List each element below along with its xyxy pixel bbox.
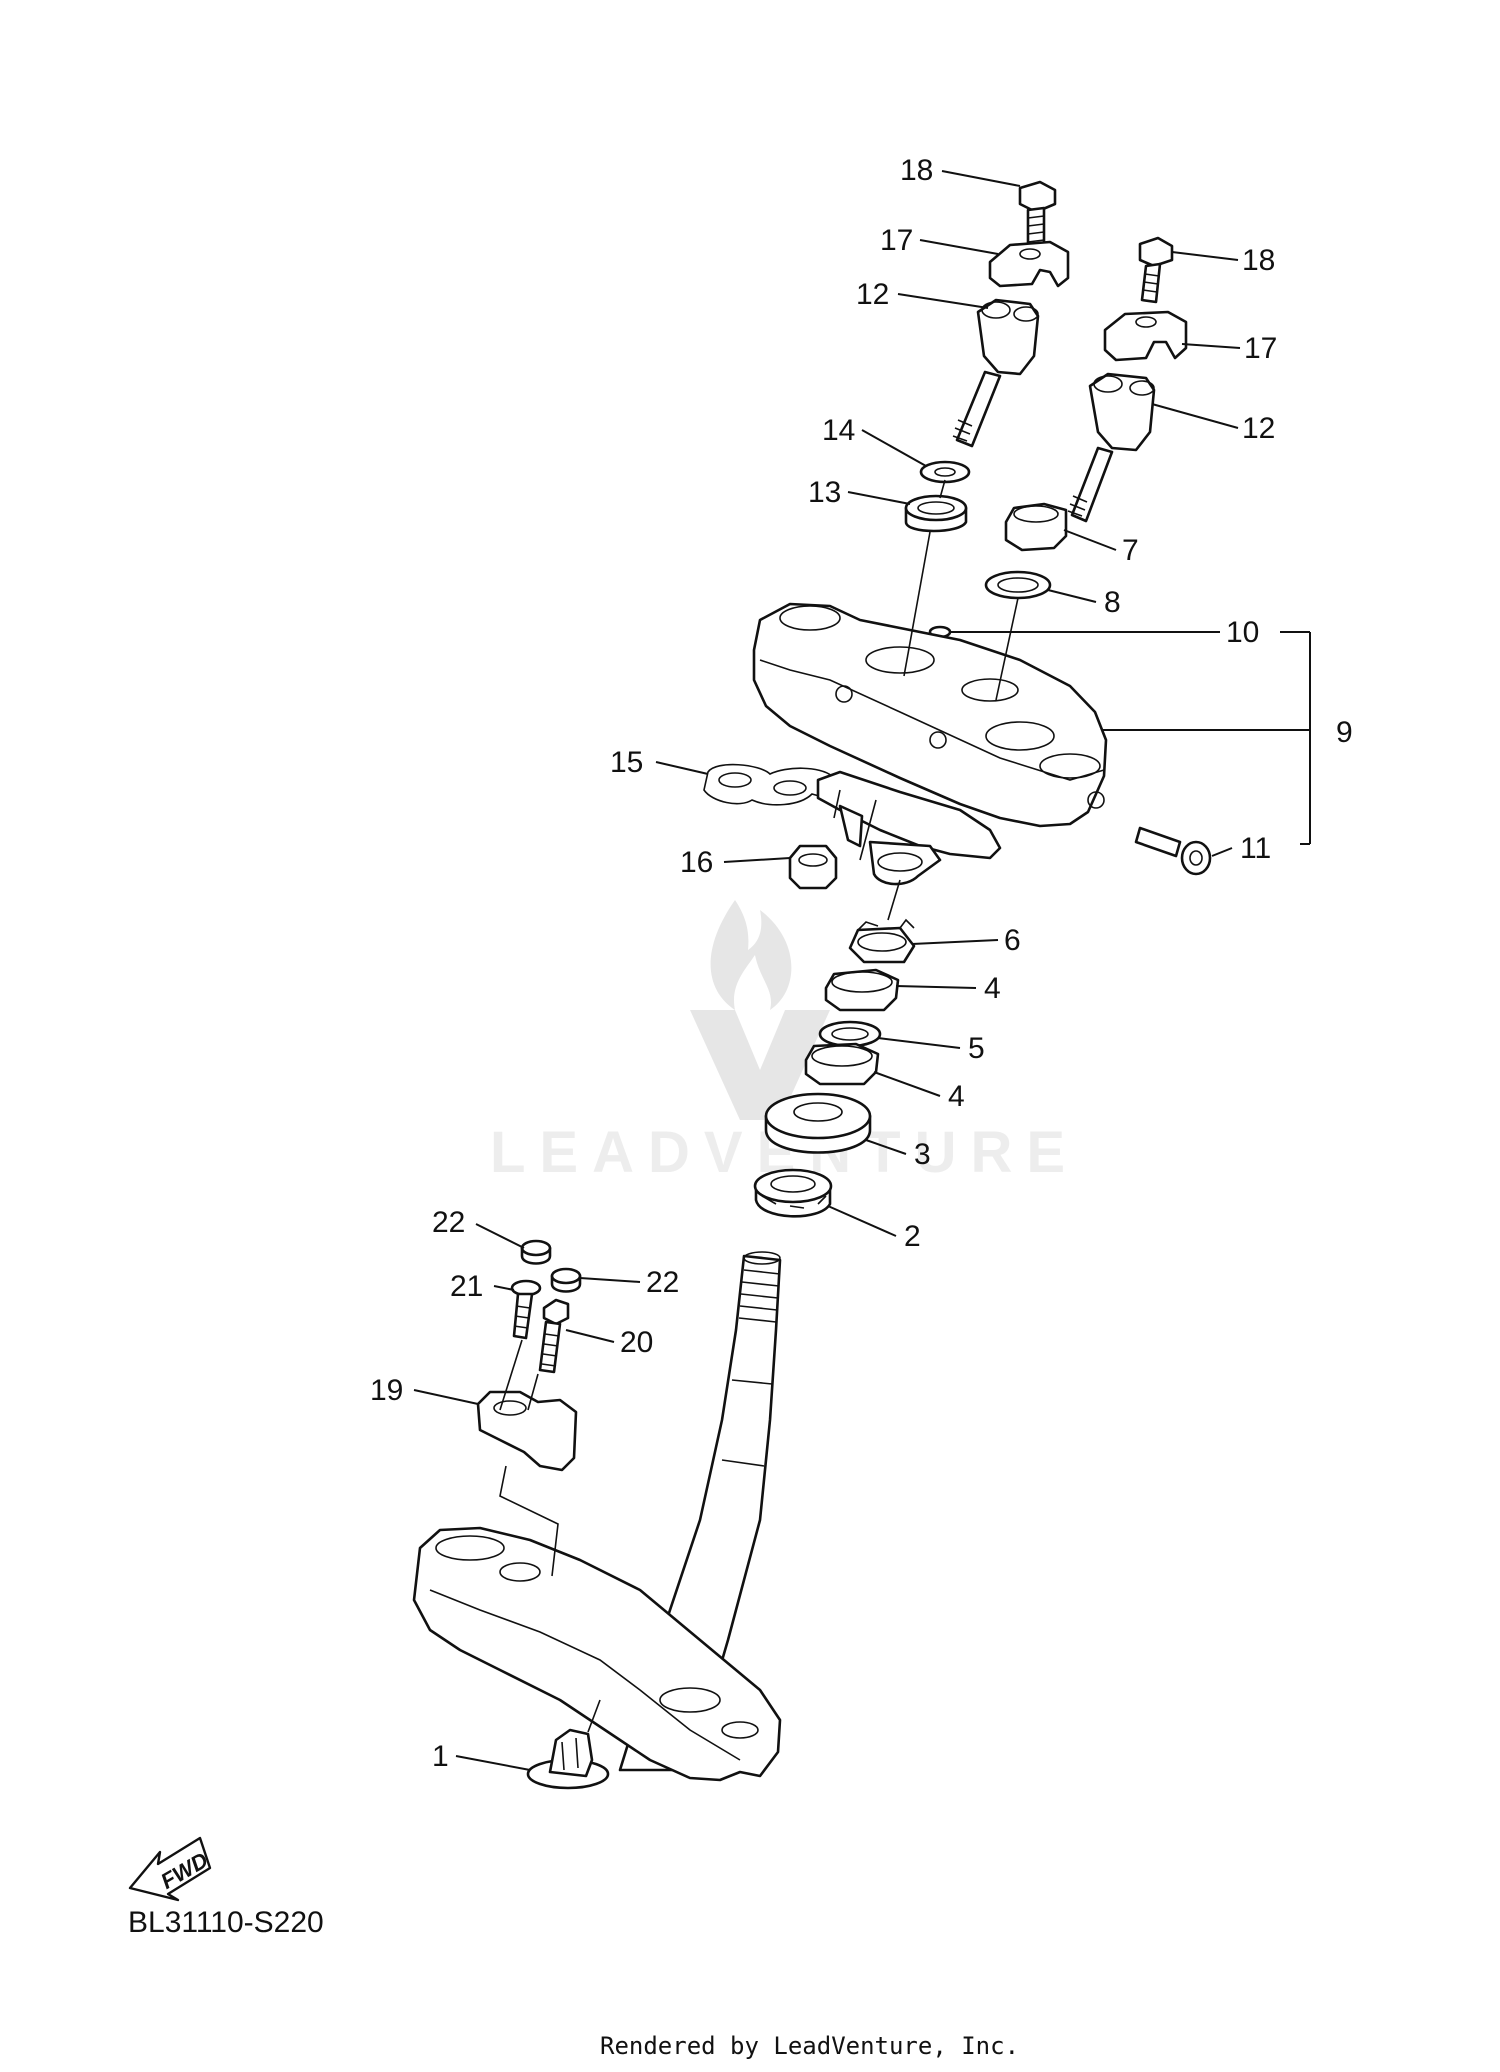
- clamp-17-left: [988, 240, 1070, 288]
- callout-11: 11: [1240, 832, 1271, 865]
- callout-18-left: 18: [900, 154, 933, 187]
- callout-14: 14: [822, 414, 855, 447]
- callout-6: 6: [1004, 924, 1021, 957]
- nut-7: [1004, 502, 1068, 552]
- callout-15: 15: [610, 746, 643, 779]
- callout-20: 20: [620, 1326, 653, 1359]
- cap-22-upper: [520, 1239, 552, 1265]
- washer-14: [919, 460, 971, 484]
- callout-1: 1: [432, 1740, 449, 1773]
- callout-12-left: 12: [856, 278, 889, 311]
- holder-12-left: [952, 298, 1040, 448]
- callout-17-left: 17: [880, 224, 913, 257]
- callout-13: 13: [808, 476, 841, 509]
- bearing-cover-3: [764, 1092, 872, 1154]
- callout-22-upper: 22: [432, 1206, 465, 1239]
- callout-21: 21: [450, 1270, 483, 1303]
- screw-21: [510, 1279, 542, 1340]
- ring-nut-4-lower: [804, 1042, 880, 1086]
- bearing-2: [753, 1168, 833, 1218]
- watermark-v-icon: [690, 1010, 830, 1120]
- diagram-code: BL31110-S220: [128, 1906, 324, 1939]
- footer-text: Rendered by LeadVenture, Inc.: [600, 2032, 1019, 2060]
- cap-1: [526, 1728, 610, 1790]
- leader-lines: [413, 170, 1311, 1771]
- callout-4-upper: 4: [984, 972, 1001, 1005]
- callout-4-lower: 4: [948, 1080, 965, 1113]
- cable-guide-19: [476, 1390, 578, 1472]
- callout-labels: 18 17 12 18 17 12 14 13 7 8 10 9 15 11 1…: [370, 154, 1353, 1773]
- callout-2: 2: [904, 1220, 921, 1253]
- callout-8: 8: [1104, 586, 1121, 619]
- upper-bracket-9: [752, 602, 1108, 828]
- callout-18-right: 18: [1242, 244, 1275, 277]
- plate-bracket: [816, 770, 1002, 886]
- callout-19: 19: [370, 1374, 403, 1407]
- callout-3: 3: [914, 1138, 931, 1171]
- cap-22-lower: [550, 1267, 582, 1293]
- callout-10: 10: [1226, 616, 1259, 649]
- callout-7: 7: [1122, 534, 1139, 567]
- assembly-lines: [499, 479, 1019, 1733]
- fwd-arrow: FWD: [128, 1836, 212, 1902]
- washer-5: [818, 1020, 882, 1048]
- washer-8: [984, 570, 1052, 600]
- callout-17-right: 17: [1244, 332, 1277, 365]
- watermark-flame-icon: [710, 900, 792, 1010]
- bolt-11: [1134, 826, 1212, 876]
- bolt-20: [538, 1298, 570, 1374]
- bushing-13: [904, 494, 968, 533]
- bolt-18-right: [1138, 236, 1174, 304]
- fwd-arrow-icon: [128, 1836, 212, 1902]
- callout-16: 16: [680, 846, 713, 879]
- callout-22-lower: 22: [646, 1266, 679, 1299]
- holder-12-right: [1067, 372, 1156, 523]
- callout-5: 5: [968, 1032, 985, 1065]
- nut-16: [788, 844, 838, 890]
- callout-12-right: 12: [1242, 412, 1275, 445]
- lock-washer-6: [848, 918, 916, 964]
- clamp-17-right: [1103, 310, 1188, 362]
- ring-nut-4-upper: [824, 968, 900, 1012]
- callout-9: 9: [1336, 716, 1353, 749]
